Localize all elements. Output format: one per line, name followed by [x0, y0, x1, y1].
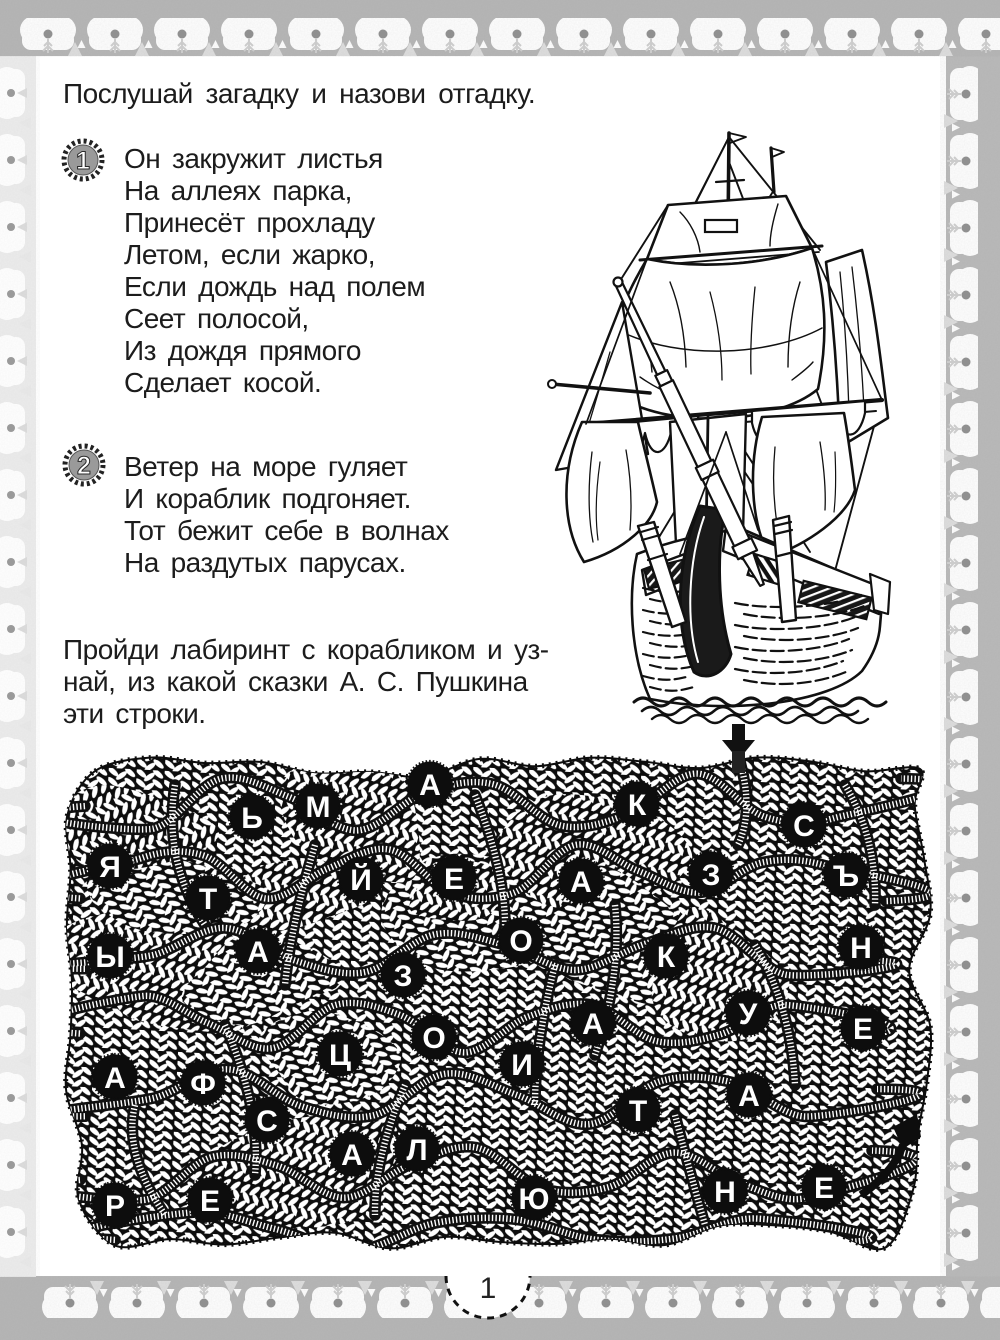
svg-text:Т: Т: [199, 883, 217, 916]
svg-text:О: О: [422, 1022, 445, 1055]
svg-text:Л: Л: [406, 1134, 427, 1167]
svg-text:Я: Я: [99, 851, 121, 884]
svg-text:А: А: [341, 1139, 363, 1172]
svg-text:А: А: [247, 936, 269, 969]
svg-text:Ъ: Ъ: [833, 860, 859, 893]
svg-text:1: 1: [480, 1272, 497, 1305]
svg-text:Й: Й: [350, 863, 372, 897]
svg-text:З: З: [394, 960, 413, 993]
svg-text:Е: Е: [853, 1013, 873, 1046]
svg-text:1: 1: [76, 147, 90, 175]
svg-text:Н: Н: [714, 1176, 736, 1209]
svg-text:О: О: [509, 925, 532, 958]
svg-text:Т: Т: [629, 1095, 647, 1128]
svg-text:А: А: [582, 1008, 604, 1041]
svg-text:С: С: [793, 810, 815, 843]
svg-text:М: М: [306, 791, 331, 824]
svg-text:Н: Н: [850, 932, 872, 965]
svg-text:С: С: [256, 1105, 278, 1138]
svg-text:Ф: Ф: [190, 1068, 216, 1101]
svg-text:Ь: Ь: [241, 802, 263, 835]
svg-text:2: 2: [77, 452, 91, 480]
svg-text:К: К: [657, 941, 676, 974]
svg-text:Ц: Ц: [329, 1039, 351, 1072]
svg-text:Е: Е: [200, 1185, 220, 1218]
svg-text:З: З: [702, 859, 721, 892]
svg-text:Р: Р: [105, 1190, 125, 1223]
svg-text:И: И: [511, 1049, 533, 1082]
svg-text:А: А: [570, 866, 592, 899]
svg-text:А: А: [419, 769, 441, 802]
svg-text:А: А: [738, 1080, 760, 1113]
svg-text:Ы: Ы: [95, 941, 124, 974]
svg-text:А: А: [104, 1062, 126, 1095]
svg-text:Е: Е: [814, 1172, 834, 1205]
svg-text:К: К: [628, 789, 647, 822]
svg-text:У: У: [739, 998, 758, 1031]
svg-text:Ю: Ю: [519, 1183, 550, 1216]
svg-text:Е: Е: [444, 863, 464, 896]
